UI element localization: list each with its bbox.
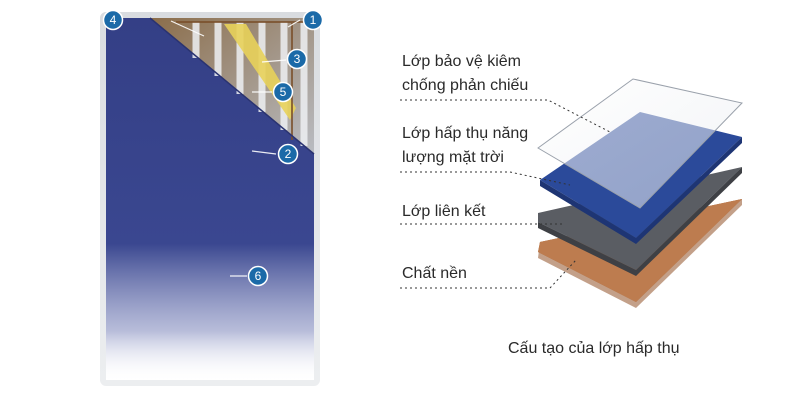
layer-anti-reflective	[537, 78, 743, 209]
layer-leaders	[400, 99, 611, 289]
marker-3: 3	[286, 48, 308, 70]
marker-1: 1	[302, 9, 324, 31]
panel-ribs	[131, 20, 287, 380]
marker-leaders	[170, 19, 301, 277]
label-bonding-layer: Lớp liên kết	[402, 200, 485, 224]
marker-5-label: 5	[280, 85, 287, 99]
label-bonding-line-1: Lớp liên kết	[402, 203, 486, 220]
marker-4-label: 4	[110, 13, 117, 27]
marker-4: 4	[102, 9, 124, 31]
panel-frame	[100, 12, 320, 386]
marker-1-label: 1	[310, 13, 317, 27]
label-anti-reflective-layer: Lớp bảo vệ kiêm chống phản chiếu	[402, 50, 528, 98]
collector-panel: 1 2 3 4 5 6	[100, 9, 324, 386]
label-absorber-line-2: lượng mặt trời	[402, 149, 504, 166]
label-absorber-layer: Lớp hấp thụ năng lượng mặt trời	[402, 122, 528, 170]
marker-6: 6	[247, 265, 269, 287]
label-anti-reflective-line-1: Lớp bảo vệ kiêm	[402, 53, 521, 70]
marker-2-label: 2	[285, 147, 292, 161]
marker-2: 2	[277, 143, 299, 165]
layer-stack	[400, 78, 743, 308]
diagram-caption: Cấu tạo của lớp hấp thụ	[508, 340, 680, 357]
marker-3-label: 3	[294, 52, 301, 66]
label-anti-reflective-line-2: chống phản chiếu	[402, 77, 529, 94]
label-absorber-line-1: Lớp hấp thụ năng	[402, 125, 529, 142]
marker-6-label: 6	[255, 269, 262, 283]
label-substrate-line-1: Chất nền	[402, 265, 467, 282]
marker-5: 5	[272, 81, 294, 103]
label-substrate-layer: Chất nền	[402, 262, 467, 286]
